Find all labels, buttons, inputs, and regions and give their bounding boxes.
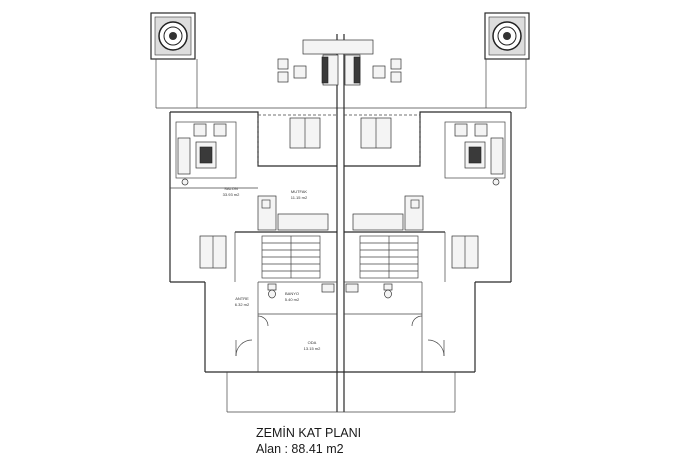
dining-table-icon [199, 235, 479, 269]
room-size-salon: 33.93 m2 [223, 192, 240, 197]
room-label-salon: SALON [224, 186, 238, 191]
kitchen-counter [257, 195, 424, 231]
room-label-antre: ANTRE [235, 296, 249, 301]
room-size-antre: 6.32 m2 [235, 302, 250, 307]
dining-table-icon [289, 117, 392, 149]
sink-icon [321, 283, 359, 293]
planter-icon [150, 12, 196, 60]
plan-area: Alan : 88.41 m2 [256, 442, 344, 456]
room-label-oda: ODA [308, 340, 317, 345]
toilet-icon [267, 283, 393, 299]
sofa-icon [175, 121, 237, 186]
room-size-banyo: 5.40 m2 [285, 297, 300, 302]
room-size-oda: 13.15 m2 [304, 346, 321, 351]
room-label-mutfak: MUTFAK [291, 189, 308, 194]
room-label-banyo: BANYO [285, 291, 299, 296]
terrace-lounge [277, 39, 402, 86]
door-swing-icon [235, 315, 445, 357]
planter-icon [484, 12, 530, 60]
plan-title: ZEMİN KAT PLANI [256, 426, 362, 440]
room-size-mutfak: 11.15 m2 [291, 195, 308, 200]
sofa-icon [444, 121, 506, 186]
staircase-icon [261, 235, 419, 279]
